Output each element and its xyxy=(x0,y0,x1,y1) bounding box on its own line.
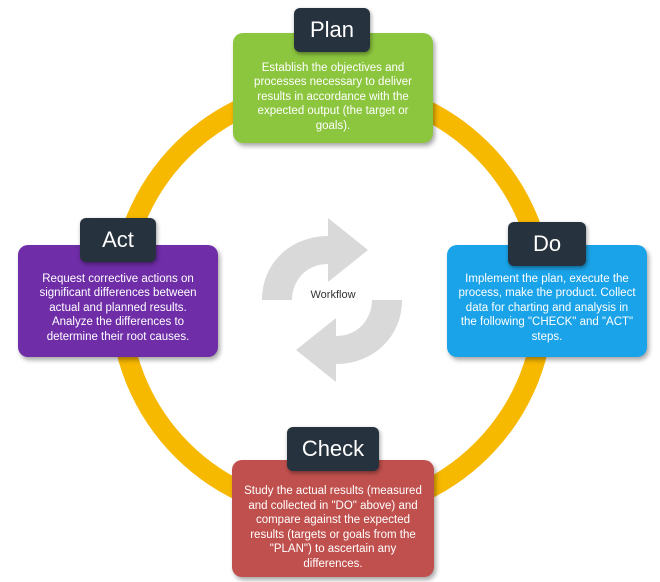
upper-arrow xyxy=(262,218,368,300)
cycle-arrows-icon xyxy=(262,218,402,382)
do-title: Do xyxy=(508,222,586,266)
check-title: Check xyxy=(287,427,379,471)
plan-title: Plan xyxy=(294,8,370,52)
act-title: Act xyxy=(80,218,156,262)
act-description: Request corrective actions on significan… xyxy=(39,272,197,343)
workflow-label: Workflow xyxy=(310,289,356,301)
do-description: Implement the plan, execute the process,… xyxy=(458,272,636,343)
plan-description: Establish the objectives and processes n… xyxy=(254,61,412,132)
act-description-box: Request corrective actions on significan… xyxy=(18,245,218,357)
check-description: Study the actual results (measured and c… xyxy=(244,485,422,570)
lower-arrow xyxy=(296,300,402,382)
check-description-box: Study the actual results (measured and c… xyxy=(232,460,434,577)
do-description-box: Implement the plan, execute the process,… xyxy=(447,245,647,357)
